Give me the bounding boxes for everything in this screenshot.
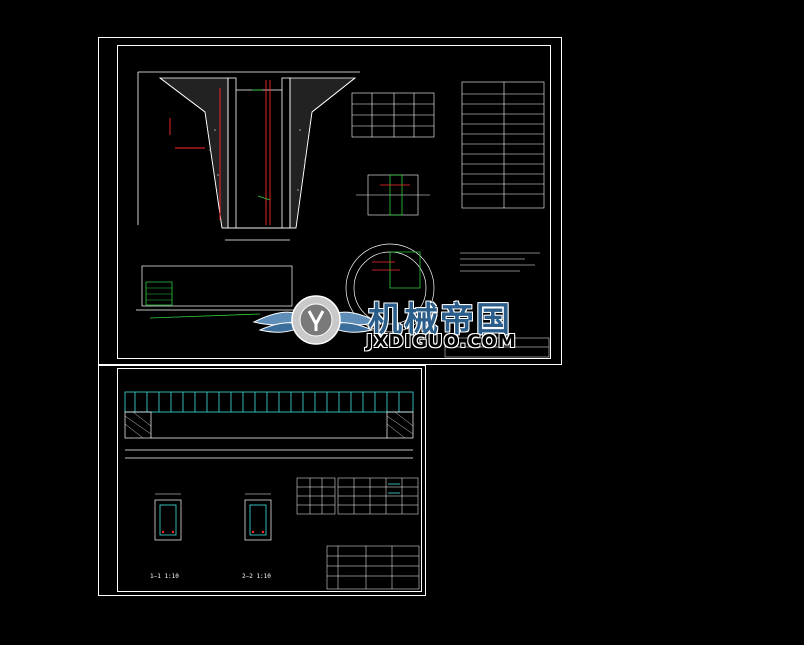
watermark-logo xyxy=(252,295,380,345)
pit-elevation xyxy=(137,71,360,241)
title-block-bottom xyxy=(326,545,420,590)
drawing-sheet-top-border xyxy=(117,45,551,359)
beam-stirrups xyxy=(134,392,400,412)
drawing-sheet-top xyxy=(98,37,562,365)
section-1-1 xyxy=(154,493,182,541)
beam-elevation xyxy=(124,391,414,459)
rebar-schedule-table xyxy=(296,477,419,515)
section-2-2 xyxy=(244,493,272,541)
section-2-2-label: 2—2 1:10 xyxy=(242,573,271,580)
pit-rebar xyxy=(169,80,271,225)
drawing-sheet-bottom xyxy=(98,365,426,596)
cross-section-detail xyxy=(356,174,430,216)
section-1-1-label: 1—1 1:10 xyxy=(150,573,179,580)
channel-section xyxy=(136,265,295,311)
quantity-table-tall xyxy=(461,81,545,209)
drawing-sheet-bottom-border xyxy=(117,368,422,592)
watermark-english: JXDIGUO.COM xyxy=(366,331,517,352)
watermark-chinese: 机械帝国 xyxy=(368,300,512,340)
quantity-table-small xyxy=(351,92,435,138)
